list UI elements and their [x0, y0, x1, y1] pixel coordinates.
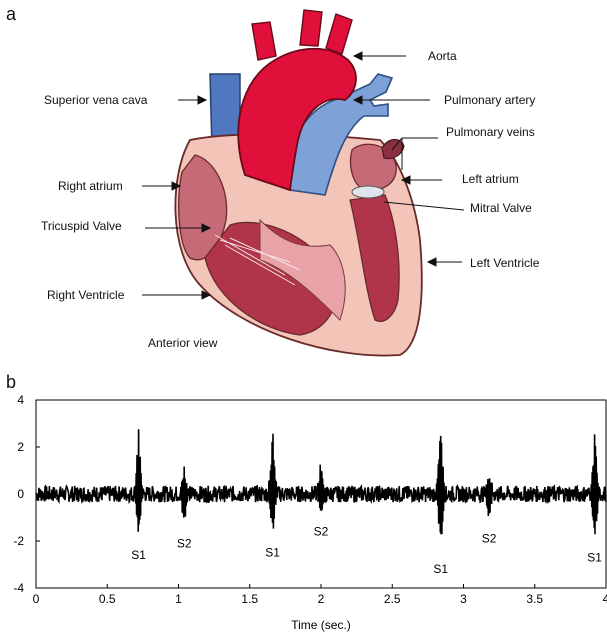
label-left-atrium: Left atrium [462, 172, 519, 186]
x-tick-label: 4 [603, 592, 607, 606]
peak-label-s1: S1 [587, 550, 602, 564]
x-tick-label: 1.5 [241, 592, 258, 606]
signal-waveform [36, 429, 606, 534]
label-aorta: Aorta [428, 49, 457, 63]
aortic-branch-3 [326, 14, 352, 54]
label-right-ventricle: Right Ventricle [47, 288, 124, 302]
y-tick-label: 4 [17, 393, 24, 407]
peak-label-s1: S1 [131, 548, 146, 562]
y-tick-label: -4 [13, 581, 24, 595]
label-tricuspid-valve: Tricuspid Valve [41, 219, 122, 233]
panel-b-letter: b [6, 372, 16, 393]
label-superior-vena-cava: Superior vena cava [44, 93, 147, 107]
peak-label-s1: S1 [265, 546, 280, 560]
label-pulmonary-veins: Pulmonary veins [446, 125, 535, 139]
y-tick-label: 2 [17, 440, 24, 454]
label-right-atrium: Right atrium [58, 179, 123, 193]
y-tick-label: 0 [17, 487, 24, 501]
label-left-ventricle: Left Ventricle [470, 256, 539, 270]
x-tick-label: 3 [460, 592, 467, 606]
label-anterior-view: Anterior view [148, 336, 217, 350]
y-tick-label: -2 [13, 534, 24, 548]
label-mitral-valve: Mitral Valve [470, 201, 532, 215]
peak-label-s2: S2 [177, 536, 192, 550]
x-tick-label: 3.5 [526, 592, 543, 606]
peak-label-s2: S2 [482, 532, 497, 546]
x-tick-label: 1 [175, 592, 182, 606]
x-axis-label: Time (sec.) [291, 618, 351, 632]
aortic-branch-1 [252, 22, 276, 60]
aortic-branch-2 [300, 10, 322, 46]
x-tick-label: 0.5 [99, 592, 116, 606]
peak-label-s2: S2 [314, 525, 329, 539]
x-tick-label: 0 [33, 592, 40, 606]
peak-label-s1: S1 [433, 562, 448, 576]
x-tick-label: 2 [318, 592, 325, 606]
label-pulmonary-artery: Pulmonary artery [444, 93, 535, 107]
mitral-valve-shape [352, 186, 384, 198]
x-tick-label: 2.5 [384, 592, 401, 606]
